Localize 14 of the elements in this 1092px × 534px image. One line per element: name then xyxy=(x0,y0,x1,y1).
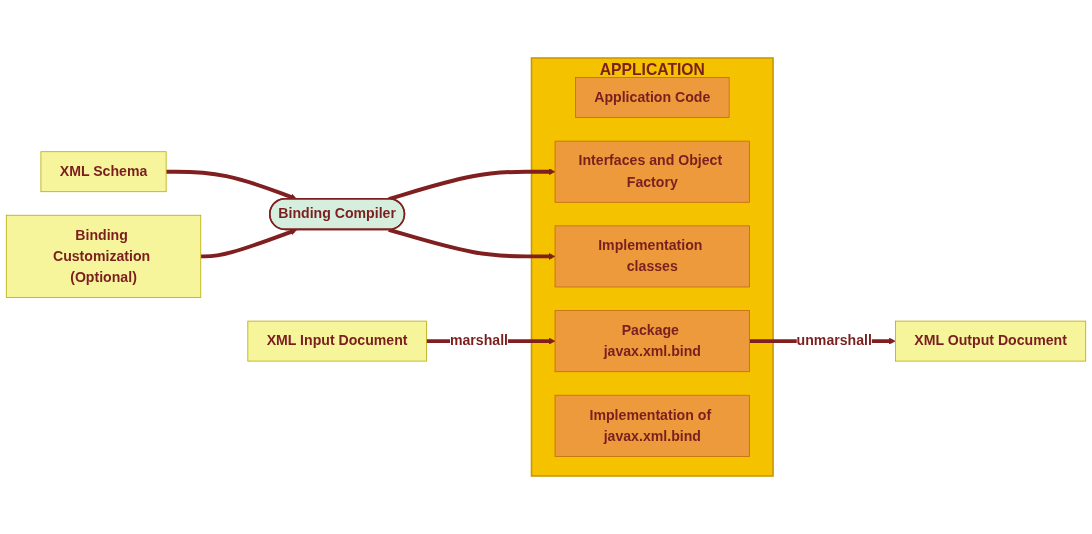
node-box: Implementation classes xyxy=(554,225,750,288)
edge-label: unmarshall xyxy=(796,332,872,349)
node-box: XML Schema xyxy=(40,151,167,193)
arrow xyxy=(388,168,556,202)
node-box: XML Output Document xyxy=(895,320,1087,362)
node-box: Binding Customization (Optional) xyxy=(5,214,202,298)
node-box: Package javax.xml.bind xyxy=(554,310,750,373)
node-box: Application Code xyxy=(575,77,730,118)
node-box: Implementation of javax.xml.bind xyxy=(554,394,750,457)
edge-label: marshall xyxy=(449,332,508,349)
arrow xyxy=(200,228,298,259)
arrow xyxy=(388,227,556,260)
node-box: XML Input Document xyxy=(247,320,427,362)
node-box: Interfaces and Object Factory xyxy=(554,140,750,203)
